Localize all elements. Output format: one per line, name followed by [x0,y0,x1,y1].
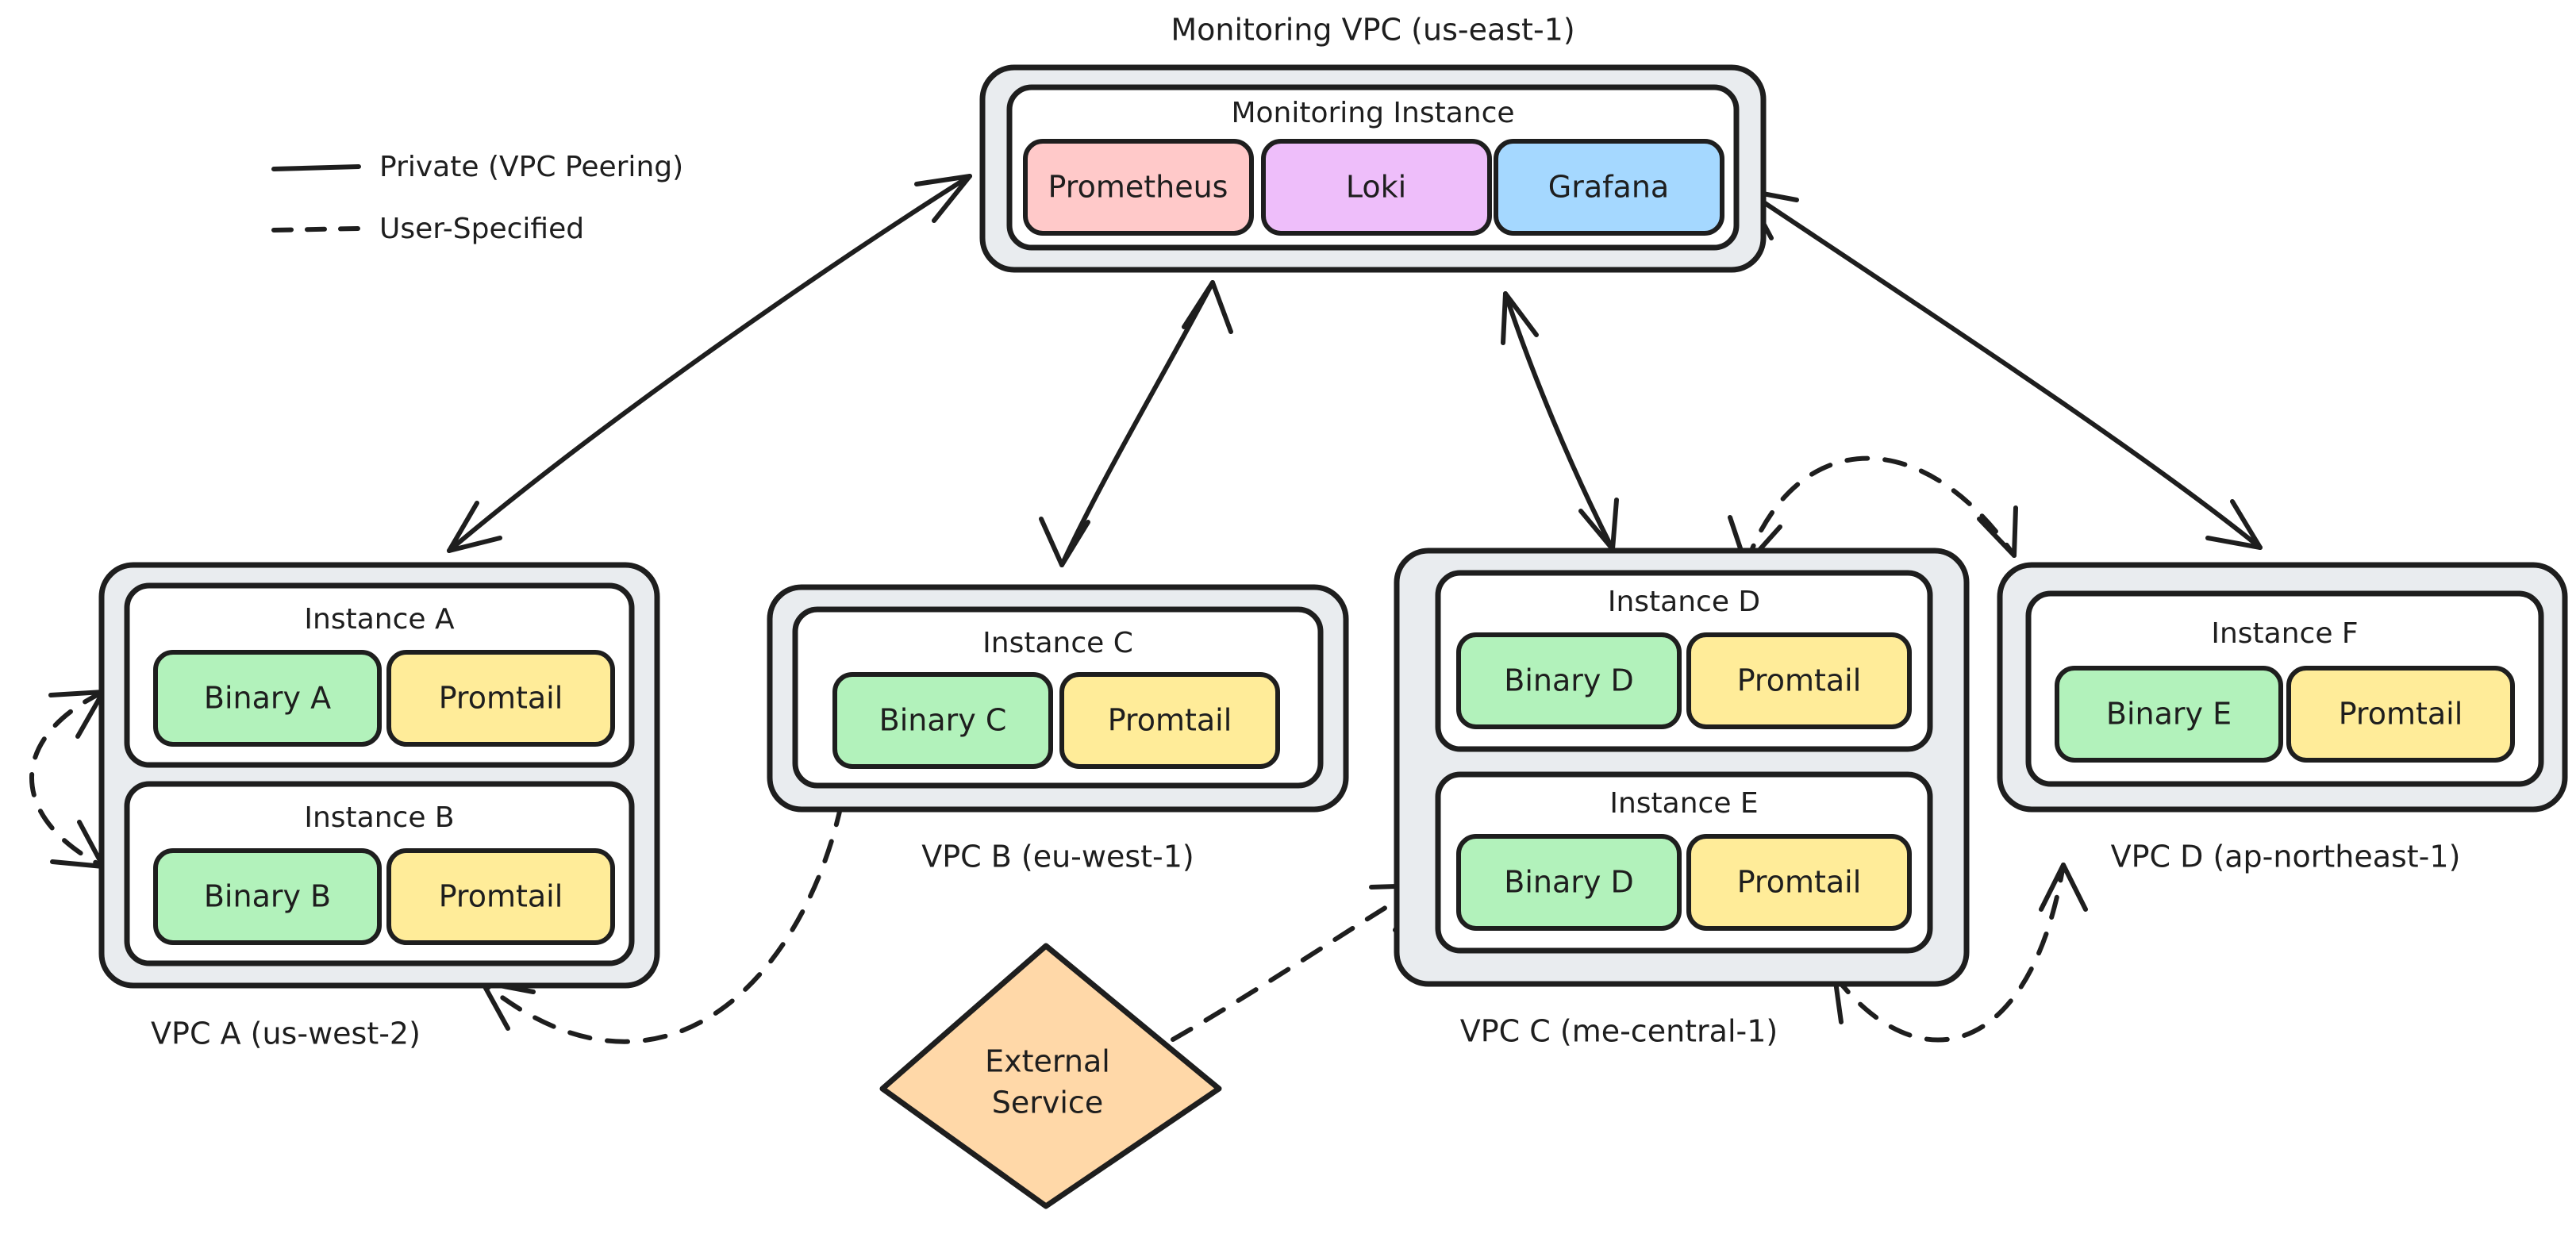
vpc-a-container[interactable]: VPC A (us-west-2) Instance A Binary A Pr… [98,562,660,1051]
component-label-loki: Loki [1346,170,1406,205]
vpc-d-label: VPC D (ap-northeast-1) [2111,840,2461,874]
component-label-prometheus: Prometheus [1048,170,1228,205]
component-promtail-a[interactable]: Promtail [386,650,615,747]
component-promtail-c[interactable]: Promtail [1059,672,1280,769]
edge-monitoring-to-vpc-b[interactable] [1039,280,1233,567]
instance-a-label: Instance A [304,603,455,636]
external-service-node[interactable]: External Service [879,943,1222,1209]
vpc-d-container[interactable]: VPC D (ap-northeast-1) Instance F Binary… [1997,562,2568,874]
component-binary-b[interactable]: Binary B [153,848,382,945]
component-label-promtail-f: Promtail [2339,697,2463,732]
component-prometheus[interactable]: Prometheus [1023,139,1254,236]
component-label-binary-a: Binary A [204,681,331,716]
component-binary-d1[interactable]: Binary D [1456,632,1682,729]
component-promtail-b[interactable]: Promtail [386,848,615,945]
component-promtail-f[interactable]: Promtail [2286,666,2515,763]
component-label-binary-b: Binary B [204,879,331,914]
vpc-c-label: VPC C (me-central-1) [1460,1014,1778,1049]
edge-instance-a-to-instance-b[interactable] [29,690,106,869]
edge-external-service-to-vpc-c[interactable] [1171,883,1424,1042]
edge-monitoring-to-vpc-a[interactable] [447,174,972,553]
component-label-promtail-e: Promtail [1737,865,1862,900]
component-loki[interactable]: Loki [1261,139,1492,236]
component-binary-e[interactable]: Binary E [2055,666,2283,763]
legend-label-user-specified: User-Specified [379,213,584,245]
instance-b[interactable]: Instance B Binary B Promtail [124,781,635,966]
instance-c[interactable]: Instance C Binary C Promtail [792,606,1324,789]
legend-label-private: Private (VPC Peering) [379,151,683,183]
component-label-binary-d2: Binary D [1504,865,1633,900]
component-label-promtail-b: Promtail [439,879,563,914]
legend-solid-line-icon [271,164,361,171]
external-service-label-line2: Service [992,1086,1103,1120]
component-label-promtail-c: Promtail [1108,703,1232,738]
legend: Private (VPC Peering) User-Specified [271,151,683,245]
instance-d-label: Instance D [1608,586,1760,618]
vpc-b-container[interactable]: VPC B (eu-west-1) Instance C Binary C Pr… [767,584,1349,874]
component-label-binary-c: Binary C [879,703,1007,738]
external-service-label-line1: External [985,1044,1110,1079]
instance-c-label: Instance C [982,627,1133,659]
connections-layer: VPC A dashed arc (single head at VPC A) … [29,174,2263,1044]
legend-dashed-line-icon [271,226,361,232]
instance-b-label: Instance B [304,801,454,834]
component-binary-d2[interactable]: Binary D [1456,834,1682,931]
instance-d[interactable]: Instance D Binary D Promtail [1435,570,1933,752]
vpc-c-container[interactable]: VPC C (me-central-1) Instance D Binary D… [1394,548,1970,1049]
component-binary-c[interactable]: Binary C [832,672,1053,769]
component-label-promtail-a: Promtail [439,681,563,716]
component-promtail-e[interactable]: Promtail [1686,834,1912,931]
instance-a[interactable]: Instance A Binary A Promtail [124,582,635,768]
monitoring-vpc-container[interactable]: Monitoring Instance Prometheus Loki Graf… [979,64,1767,273]
component-binary-a[interactable]: Binary A [153,650,382,747]
edge-monitoring-to-vpc-c[interactable] [1501,291,1619,551]
component-label-binary-d1: Binary D [1504,663,1633,698]
instance-e[interactable]: Instance E Binary D Promtail [1435,771,1933,954]
instance-f[interactable]: Instance F Binary E Promtail [2025,590,2544,787]
monitoring-vpc-label: Monitoring VPC (us-east-1) [1171,13,1574,48]
component-label-promtail-d: Promtail [1737,663,1862,698]
component-grafana[interactable]: Grafana [1494,139,1724,236]
edge-monitoring-to-vpc-d[interactable] [1744,188,2263,550]
monitoring-instance-label: Monitoring Instance [1231,97,1514,129]
instance-f-label: Instance F [2211,617,2358,650]
instance-e-label: Instance E [1609,787,1758,820]
vpc-a-label: VPC A (us-west-2) [151,1016,421,1051]
component-label-grafana: Grafana [1548,170,1669,205]
component-promtail-d[interactable]: Promtail [1686,632,1912,729]
component-label-binary-e: Binary E [2106,697,2232,732]
vpc-b-label: VPC B (eu-west-1) [921,840,1194,874]
